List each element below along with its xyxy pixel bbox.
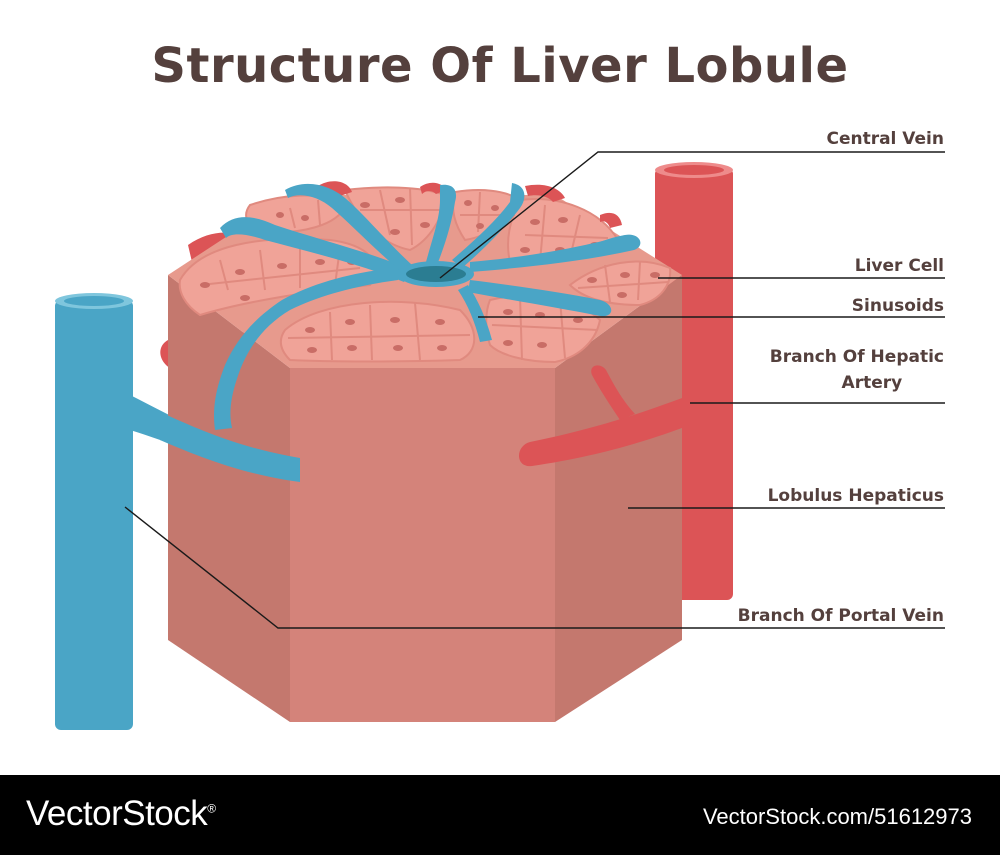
portal-vein-leader — [124, 506, 945, 629]
footer-brand: VectorStock® — [26, 794, 216, 834]
label-hepatic-artery: Branch Of Hepatic Artery — [770, 344, 944, 396]
label-hepatic-artery-line2: Artery — [841, 373, 903, 393]
footer-brand-name: VectorStock — [26, 794, 208, 833]
central-vein — [398, 261, 474, 287]
footer-registered-mark: ® — [207, 801, 216, 816]
central-vein-leader — [439, 151, 945, 279]
watermark-footer: VectorStock® VectorStock.com/51612973 — [0, 775, 1000, 855]
label-central-vein: Central Vein — [826, 129, 944, 149]
label-sinusoids: Sinusoids — [851, 296, 944, 316]
leader-lines — [124, 151, 945, 629]
footer-image-id: VectorStock.com/51612973 — [702, 804, 972, 829]
hepatocyte-cells — [199, 187, 669, 361]
sinusoid-channels — [214, 183, 641, 430]
label-hepatic-artery-line1: Branch Of Hepatic — [769, 347, 944, 367]
portal-vein-branch — [160, 412, 300, 482]
label-liver-cell: Liver Cell — [854, 256, 944, 276]
label-portal-vein: Branch Of Portal Vein — [737, 606, 944, 626]
diagram-title: Structure Of Liver Lobule — [151, 38, 849, 94]
liver-lobule-diagram — [55, 151, 945, 730]
hepatic-artery-branch — [518, 365, 690, 467]
label-lobulus-hepaticus: Lobulus Hepaticus — [767, 486, 944, 506]
